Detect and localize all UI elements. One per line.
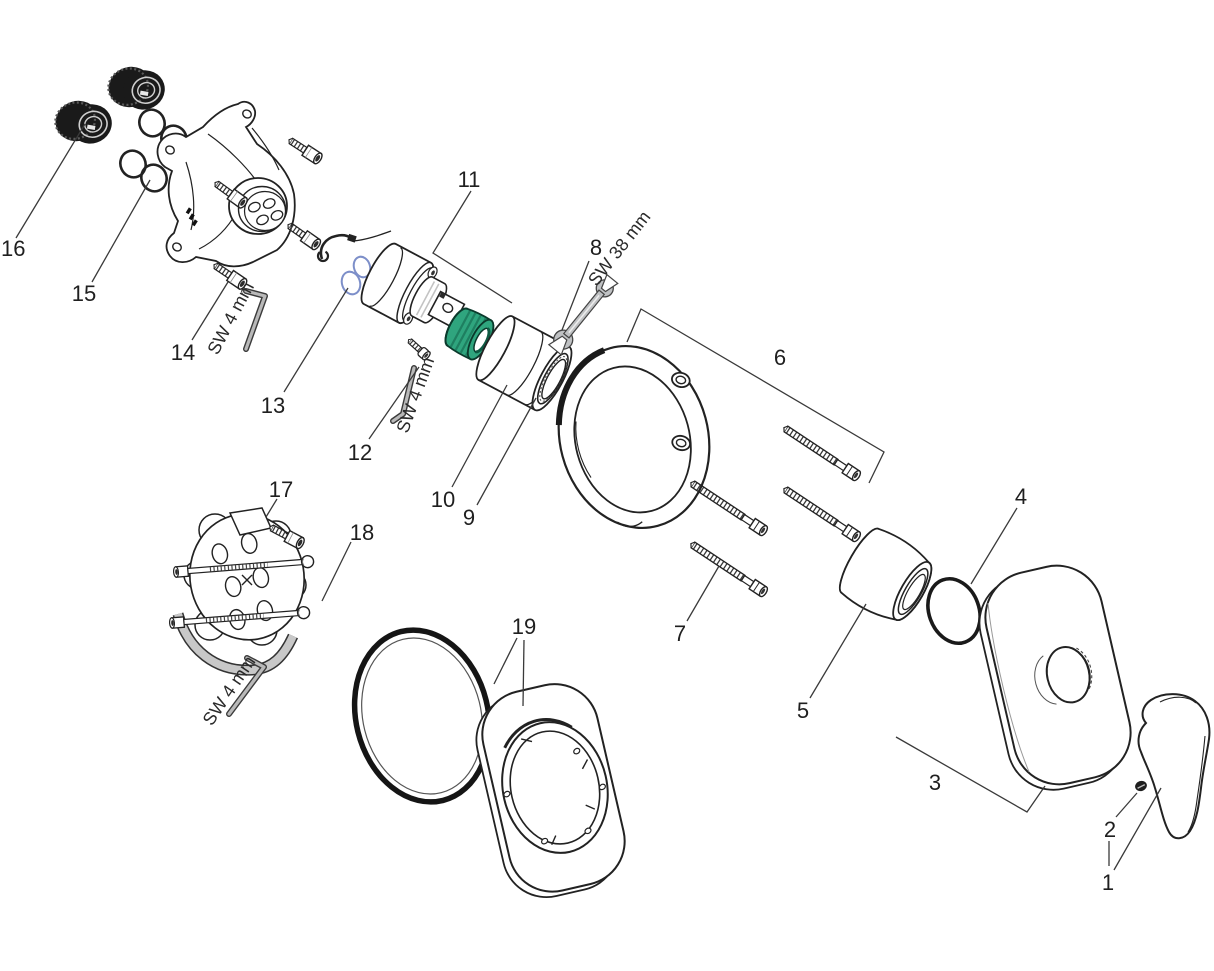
- long-screw: [781, 484, 862, 543]
- part-14-screw-and-key: [211, 260, 268, 352]
- leader-line: [626, 308, 885, 484]
- part-3-escutcheon: [978, 564, 1132, 791]
- leader-line: [265, 498, 278, 518]
- callout-label-6: 6: [774, 345, 786, 370]
- callout-19: 19: [493, 614, 536, 707]
- callout-label-5: 5: [797, 698, 809, 723]
- callout-12: 12 SW 4 mm: [348, 354, 439, 465]
- part-5-sleeve: [838, 527, 933, 622]
- leader-line: [476, 397, 537, 506]
- callout-15: 15: [72, 179, 151, 306]
- callout-label-17: 17: [269, 477, 293, 502]
- callout-label-10: 10: [431, 487, 455, 512]
- part-19-extension-frame: [475, 683, 626, 899]
- callout-11: 11: [432, 167, 513, 304]
- gasket-grommet: [671, 434, 691, 452]
- gasket-grommet: [671, 371, 691, 388]
- leader-line: [321, 541, 352, 602]
- leader-line: [91, 179, 151, 283]
- part-6-gasket: [555, 344, 711, 530]
- body-screw: [285, 220, 323, 251]
- callout-label-7: 7: [674, 621, 686, 646]
- long-screw: [688, 539, 769, 598]
- callout-label-15: 15: [72, 281, 96, 306]
- part-11-cartridge: [360, 242, 466, 329]
- leader-line: [895, 736, 1046, 813]
- part-2-plug: [1135, 780, 1147, 792]
- callout-1: 1: [1102, 787, 1162, 895]
- callout-8: 8 SW 38 mm: [561, 207, 655, 331]
- part-12-screw-and-key: [390, 336, 431, 424]
- leader-line: [432, 190, 513, 304]
- leader-line: [283, 287, 349, 393]
- leader-line: [809, 603, 867, 699]
- callout-label-16: 16: [1, 236, 25, 261]
- callout-7: 7: [674, 565, 720, 646]
- leader-line: [1113, 787, 1162, 871]
- callout-label-9: 9: [463, 505, 475, 530]
- callout-14: 14 SW 4 mm: [171, 279, 258, 365]
- callout-9: 9: [463, 397, 537, 530]
- callout-label-2: 2: [1104, 817, 1116, 842]
- leader-line: [451, 384, 508, 488]
- callout-label-3: 3: [929, 770, 941, 795]
- leader-line: [15, 123, 86, 239]
- callout-label-14: 14: [171, 340, 195, 365]
- mounting-body: [156, 100, 324, 268]
- long-screws: [688, 423, 862, 598]
- part-17-extension-set: [169, 507, 314, 717]
- seal-rings-blue: [340, 255, 372, 296]
- leader-line: [1115, 792, 1138, 818]
- leader-line: [191, 281, 229, 341]
- callout-13: 13: [261, 287, 349, 418]
- callout-5: 5: [797, 603, 867, 723]
- callout-4: 4: [970, 484, 1027, 585]
- callout-6: 6: [626, 308, 885, 484]
- leader-line: [368, 366, 420, 440]
- callout-label-1: 1: [1102, 870, 1114, 895]
- callout-label-19: 19: [512, 614, 536, 639]
- leader-line: [493, 637, 518, 685]
- body-logo-marks: [185, 207, 198, 227]
- part-13-clip-and-seals: [316, 230, 392, 296]
- callout-16: 16: [1, 123, 86, 261]
- callout-label-4: 4: [1015, 484, 1027, 509]
- body-screw: [286, 135, 324, 165]
- leader-line: [561, 260, 590, 331]
- callout-label-8: 8: [590, 235, 602, 260]
- callout-3: 3: [895, 736, 1046, 813]
- callout-10: 10: [431, 384, 508, 512]
- part-4-oring: [926, 577, 982, 645]
- part-16-caps: [54, 66, 165, 144]
- callout-label-13: 13: [261, 393, 285, 418]
- part-19-oring-large: [351, 627, 493, 805]
- callout-17: 17: [265, 477, 293, 518]
- callout-label-11: 11: [458, 167, 481, 192]
- part-1-handle: [1137, 693, 1211, 840]
- callout-2: 2: [1104, 792, 1138, 866]
- callout-label-12: 12: [348, 440, 372, 465]
- leader-line: [522, 639, 525, 707]
- leader-line: [686, 565, 720, 622]
- leader-line: [970, 507, 1018, 585]
- callout-label-18: 18: [350, 520, 374, 545]
- part-8-wrench: [547, 273, 619, 356]
